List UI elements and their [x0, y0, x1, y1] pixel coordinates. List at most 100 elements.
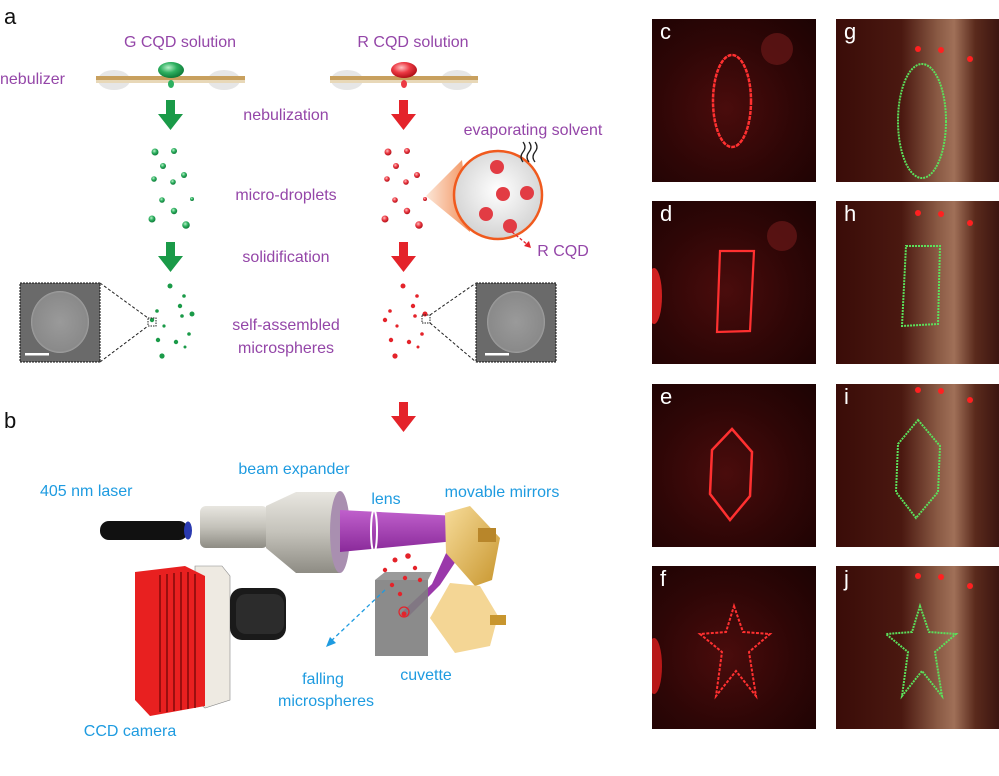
green-microsphere [182, 294, 186, 298]
sem-inset-red [421, 282, 557, 363]
green-droplet [151, 176, 157, 182]
panel-b-label: b [4, 408, 16, 433]
red-microsphere [395, 324, 399, 328]
solidification-label: solidification [242, 249, 329, 266]
evaporating-solvent-label: evaporating solvent [464, 122, 603, 139]
falling-microsphere [397, 591, 403, 597]
scale-bar [25, 353, 49, 356]
cuvette-label: cuvette [400, 667, 452, 684]
green-microsphere [173, 339, 179, 345]
red-droplet [392, 197, 398, 203]
falling-label: falling [302, 671, 344, 688]
falling-microsphere [417, 577, 423, 583]
red-microsphere [422, 311, 428, 317]
ccd-camera [135, 565, 286, 716]
photo-panel-j: j [836, 566, 999, 729]
falling-microspheres-label: microspheres [278, 693, 374, 710]
panel-f-label: f [660, 566, 667, 591]
photo-panel-d: d [652, 201, 816, 364]
green-microsphere [149, 317, 155, 323]
red-micro-droplets [381, 148, 427, 229]
green-droplet [171, 148, 177, 154]
red-microsphere [415, 294, 419, 298]
green-arrow-nebulization [158, 100, 183, 130]
panel-i-label: i [844, 384, 849, 409]
photo-panel-c: c [652, 19, 816, 182]
green-microsphere [183, 345, 187, 349]
green-microsphere [167, 283, 173, 289]
falling-microsphere [405, 553, 411, 559]
red-droplet [404, 148, 410, 154]
panel-d-label: d [660, 201, 673, 226]
panel-c-label: c [660, 19, 671, 44]
red-droplet [393, 163, 399, 169]
green-droplet [159, 197, 165, 203]
green-microsphere [177, 303, 183, 309]
falling-microsphere [382, 567, 388, 573]
red-arrow-solidification [391, 242, 416, 272]
g-cqd-solution-label: G CQD solution [124, 34, 236, 51]
green-microsphere [155, 337, 161, 343]
red-droplet [381, 215, 389, 223]
evaporation-wavy-lines-icon [520, 141, 538, 163]
red-microsphere [413, 314, 417, 318]
green-droplet [170, 207, 178, 215]
red-droplet [415, 221, 423, 229]
r-cqd-label: R CQD [537, 243, 589, 260]
laser-label: 405 nm laser [40, 483, 133, 500]
red-hexagon-pattern [708, 427, 754, 522]
red-star-pattern [697, 602, 773, 700]
sem-inset-green [19, 282, 157, 363]
photo-panel-e: e [652, 384, 816, 547]
panel-j-label: j [844, 566, 849, 591]
red-microsphere [388, 337, 394, 343]
beam-expander-label: beam expander [238, 461, 350, 478]
red-droplet [403, 207, 411, 215]
green-microsphere [187, 332, 191, 336]
green-microspheres [149, 283, 195, 359]
red-microsphere [406, 339, 412, 345]
falling-microsphere [412, 565, 418, 571]
green-droplet [181, 172, 187, 178]
red-microsphere [420, 332, 424, 336]
red-droplet [414, 172, 420, 178]
red-microsphere [382, 317, 388, 323]
red-ellipse-pattern [711, 53, 753, 149]
red-arrow-nebulization [391, 100, 416, 130]
red-microsphere [410, 303, 416, 309]
red-droplet [423, 197, 427, 201]
green-droplet [148, 215, 156, 223]
red-microsphere [400, 283, 406, 289]
falling-microsphere [402, 575, 408, 581]
green-microsphere [155, 309, 159, 313]
ccd-camera-label: CCD camera [84, 723, 177, 740]
red-rectangle-pattern [715, 249, 756, 334]
nebulizer-label: nebulizer [0, 71, 66, 88]
panel-g-label: g [844, 19, 857, 44]
green-ellipse-pattern [897, 63, 947, 179]
micro-droplets-label: micro-droplets [235, 187, 336, 204]
green-micro-droplets [148, 148, 194, 229]
red-droplet [403, 179, 409, 185]
falling-microsphere [389, 582, 395, 588]
falling-microspheres [382, 553, 423, 597]
green-droplet [182, 221, 190, 229]
lens [370, 509, 378, 553]
r-cqd-solution-label: R CQD solution [357, 34, 468, 51]
panel-h-label: h [844, 201, 857, 226]
nebulization-label: nebulization [243, 107, 328, 124]
beam-expander [200, 491, 350, 573]
laser [100, 521, 192, 540]
red-droplet [384, 176, 390, 182]
red-arrow-to-setup [391, 402, 416, 432]
scale-bar [485, 353, 509, 356]
green-droplet [151, 148, 159, 156]
photo-panel-f: f [652, 566, 816, 729]
red-microsphere [388, 309, 392, 313]
cuvette [375, 572, 432, 656]
green-hexagon-pattern [894, 418, 942, 520]
red-microspheres [382, 283, 428, 359]
green-rectangle-pattern [900, 245, 942, 328]
green-microsphere [159, 353, 165, 359]
